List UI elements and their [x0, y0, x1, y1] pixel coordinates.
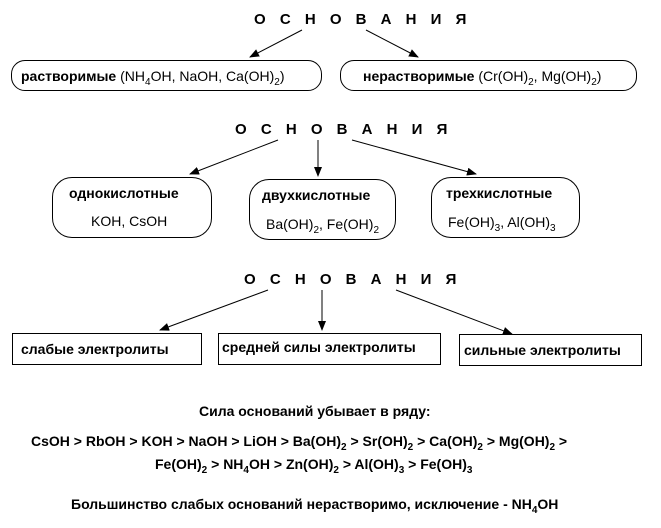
weak-label: слабые электролиты [21, 341, 169, 357]
arrow-to-mono [189, 139, 279, 175]
soluble-label: растворимые [21, 68, 117, 84]
mono-label: однокислотные [69, 185, 179, 201]
arrow-to-weak [159, 289, 269, 331]
di-examples: Ba(OH)2, Fe(OH)2 [266, 216, 380, 236]
insoluble-box: нерастворимые (Cr(OH)2, Mg(OH)2) [340, 60, 637, 91]
soluble-examples: (NH4OH, NaOH, Ca(OH)2) [120, 68, 285, 88]
series-title: Сила оснований убывает в ряду: [199, 403, 431, 419]
di-label: двухкислотные [262, 187, 371, 203]
insoluble-label: нерастворимые [363, 68, 475, 84]
mono-box: однокислотные KOH, CsOH [52, 177, 212, 238]
weak-box: слабые электролиты [12, 333, 202, 365]
strong-box: сильные электролиты [459, 334, 642, 366]
section2-heading: О С Н О В А Н И Я [235, 121, 453, 138]
arrow-to-tri [351, 139, 477, 176]
mono-examples: KOH, CsOH [91, 213, 168, 229]
medium-box: средней силы электролиты [218, 333, 441, 365]
arrow-to-strong [395, 289, 513, 335]
soluble-content: растворимые (NH4OH, NaOH, Ca(OH)2) [21, 68, 285, 88]
medium-label: средней силы электролиты [222, 339, 416, 355]
tri-box: трехкислотные Fe(OH)3, Al(OH)3 [431, 177, 580, 238]
section1-heading: О С Н О В А Н И Я [254, 11, 472, 28]
strong-label: сильные электролиты [464, 342, 621, 358]
di-box: двухкислотные Ba(OH)2, Fe(OH)2 [249, 179, 396, 240]
insoluble-examples: (Cr(OH)2, Mg(OH)2) [478, 68, 602, 88]
series-line2: Fe(OH)2 > NH4OH > Zn(OH)2 > Al(OH)3 > Fe… [155, 456, 473, 476]
footer-note: Большинство слабых оснований нерастворим… [71, 496, 559, 516]
section3-heading: О С Н О В А Н И Я [244, 271, 462, 288]
insoluble-content: нерастворимые (Cr(OH)2, Mg(OH)2) [363, 68, 602, 88]
tri-examples: Fe(OH)3, Al(OH)3 [448, 214, 556, 234]
tri-label: трехкислотные [446, 185, 553, 201]
series-line1: CsOH > RbOH > KOH > NaOH > LiOH > Ba(OH)… [31, 433, 568, 453]
soluble-box: растворимые (NH4OH, NaOH, Ca(OH)2) [11, 60, 322, 91]
arrow-to-insoluble [365, 29, 419, 58]
arrow-to-soluble [249, 29, 303, 58]
